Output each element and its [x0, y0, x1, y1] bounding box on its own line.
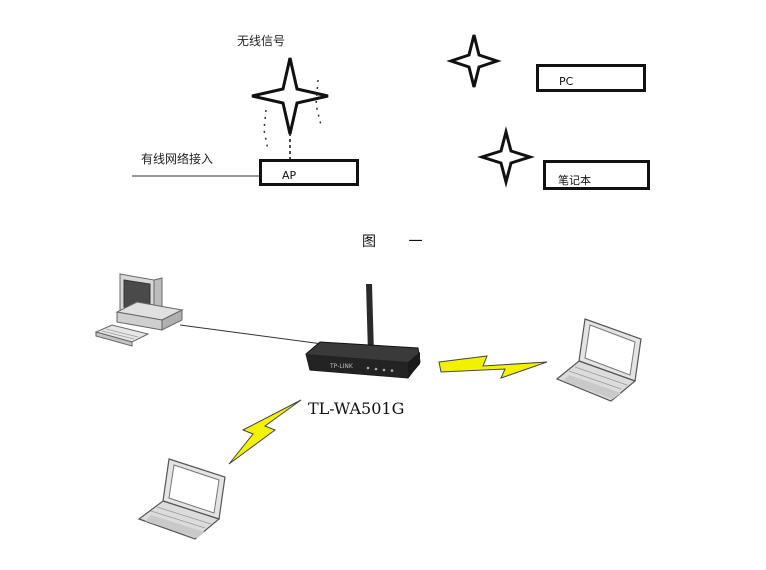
notebook-box: 笔记本 — [543, 160, 650, 190]
wired-access-label: 有线网络接入 — [141, 152, 214, 166]
pc-label: PC — [559, 75, 574, 88]
router-brand-text: TP-LINK — [329, 363, 354, 370]
pc-signal-star-icon — [446, 34, 502, 88]
notebook-signal-star-icon — [477, 126, 535, 188]
wireless-signal-label: 无线信号 — [237, 34, 286, 48]
signal-dots — [263, 79, 322, 151]
ap-label: AP — [282, 169, 297, 182]
ethernet-cable — [179, 324, 331, 346]
figure-1-caption: 图 一 — [362, 234, 437, 250]
router-model-label: TL-WA501G — [308, 399, 405, 418]
wireless-link-right-lightning-icon — [438, 355, 548, 379]
wireless-ap-router-icon: TP-LINK — [305, 284, 421, 379]
wired-line — [132, 175, 262, 177]
laptop-right-icon — [555, 318, 642, 402]
desktop-computer-icon — [94, 273, 184, 347]
ap-box: AP — [259, 159, 359, 186]
notebook-label: 笔记本 — [558, 174, 591, 187]
pc-box: PC — [536, 64, 646, 92]
laptop-left-icon — [137, 458, 226, 540]
wireless-link-left-lightning-icon — [228, 399, 302, 465]
